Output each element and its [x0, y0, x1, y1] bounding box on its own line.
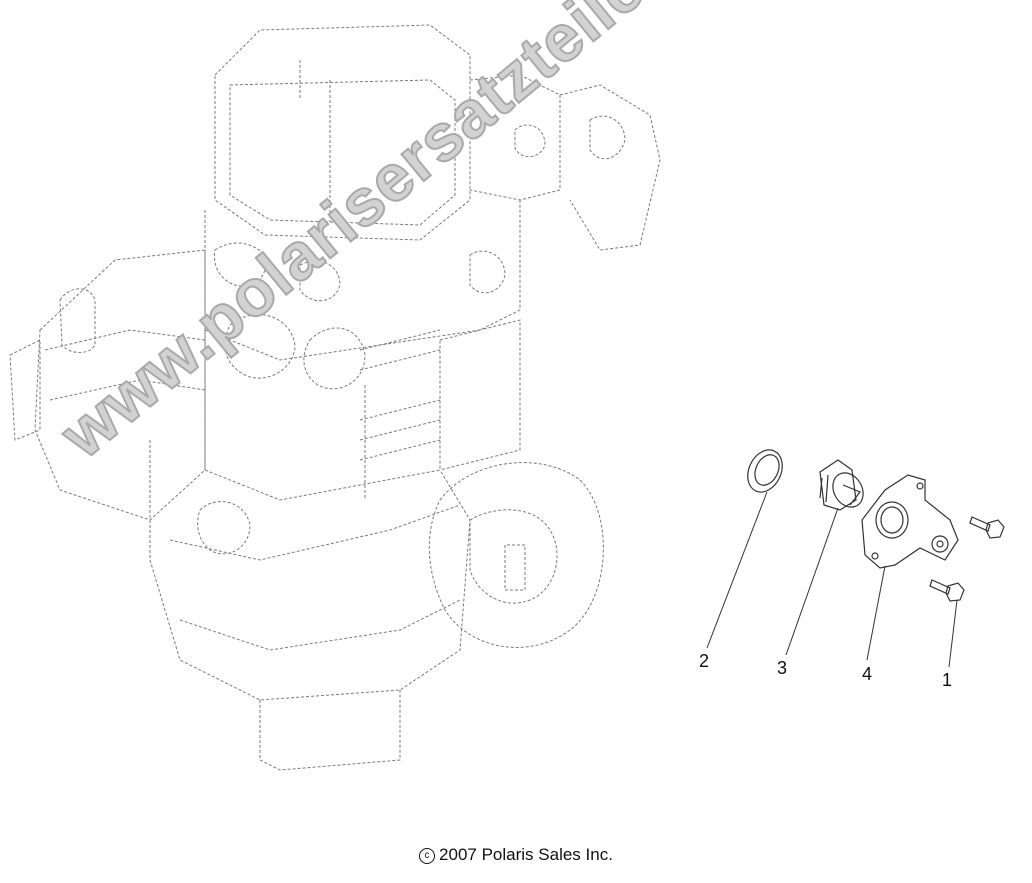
callout-1: 1 — [942, 670, 953, 690]
bolt-lower-part-1 — [929, 579, 965, 602]
copyright-icon: c — [419, 848, 436, 864]
callout-3: 3 — [777, 658, 788, 678]
bolt-upper-part-1 — [969, 516, 1005, 539]
thermostat-housing-part-4 — [861, 474, 959, 569]
copyright-text: 2007 Polaris Sales Inc. — [439, 845, 613, 864]
callout-4: 4 — [862, 664, 873, 684]
leader-lines — [706, 491, 958, 668]
engine-drawing — [9, 24, 661, 771]
callout-2: 2 — [699, 651, 710, 671]
seal-ring-part-2 — [747, 449, 783, 493]
thermostat-part-3 — [819, 459, 864, 511]
